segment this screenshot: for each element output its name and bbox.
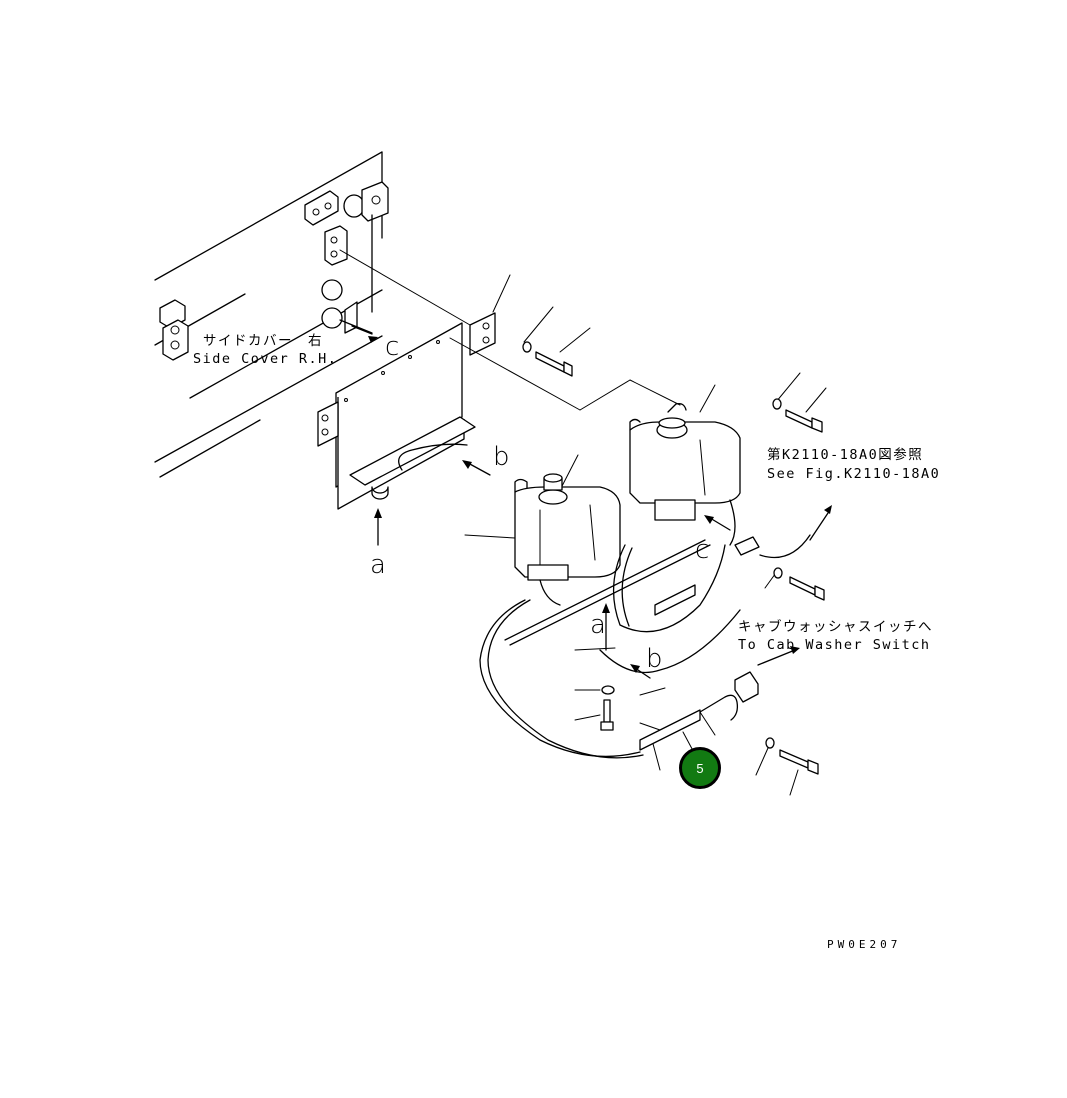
- hoses-harness: [479, 499, 811, 759]
- side-cover-label-en: Side Cover R.H.: [193, 351, 338, 367]
- side-cover-label-jp: サイドカバー 右: [203, 333, 323, 349]
- washer-tank-rear: [629, 402, 741, 521]
- view-marker-b-right: b: [646, 644, 663, 674]
- view-marker-a-right: a: [590, 610, 606, 640]
- view-marker-b-top: b: [493, 442, 510, 472]
- part-callout-5[interactable]: 5: [679, 747, 721, 789]
- cab-switch-label-en: To Cab Washer Switch: [738, 637, 931, 653]
- cab-switch-label-jp: キャブウォッシャスイッチへ: [738, 619, 933, 635]
- see-fig-label-jp: 第K2110-18A0図参照: [767, 447, 924, 463]
- direction-arrows: [351, 325, 832, 679]
- bracket-plate: [317, 312, 496, 510]
- bolts-washers: [522, 341, 825, 775]
- washer-tank-front: [514, 473, 621, 606]
- view-marker-a-left: a: [370, 550, 386, 580]
- view-marker-c-top: c: [385, 332, 400, 362]
- leader-lines: [339, 249, 827, 796]
- mount-blocks: [159, 181, 389, 361]
- drawing-code: PW0E207: [827, 938, 902, 951]
- view-marker-c-right: c: [695, 535, 710, 565]
- see-fig-label-en: See Fig.K2110-18A0: [767, 466, 941, 482]
